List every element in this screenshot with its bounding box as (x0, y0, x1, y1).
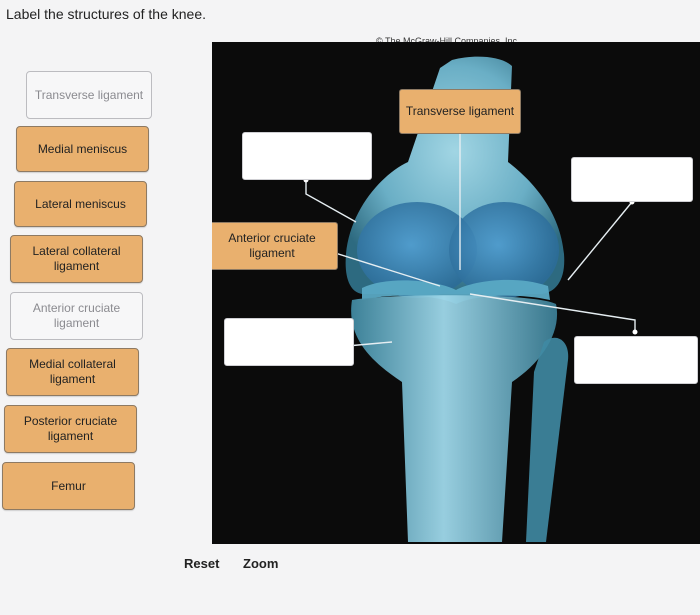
label-medial-meniscus[interactable]: Medial meniscus (16, 126, 149, 172)
label-posterior-cruciate-ligament[interactable]: Posterior cruciate ligament (4, 405, 137, 453)
drop-target-5[interactable] (224, 318, 354, 366)
medial-condyle-shape (357, 202, 477, 298)
label-transverse-ligament[interactable]: Transverse ligament (26, 71, 152, 119)
question-title: Label the structures of the knee. (6, 6, 207, 22)
meniscus-shape (362, 279, 550, 304)
label-lateral-meniscus[interactable]: Lateral meniscus (14, 181, 147, 227)
label-lateral-collateral-ligament[interactable]: Lateral collateral ligament (10, 235, 143, 283)
label-anterior-cruciate-ligament[interactable]: Anterior cruciate ligament (10, 292, 143, 340)
tibia-shape (351, 295, 558, 542)
label-medial-collateral-ligament[interactable]: Medial collateral ligament (6, 348, 139, 396)
knee-image-panel: Transverse ligament Anterior cruciate li… (212, 42, 700, 544)
lateral-condyle-shape (449, 202, 559, 298)
label-femur[interactable]: Femur (2, 462, 135, 510)
drop-target-3[interactable] (571, 157, 693, 202)
placed-label-anterior-cruciate-ligament[interactable]: Anterior cruciate ligament (212, 222, 338, 270)
zoom-button[interactable]: Zoom (243, 556, 279, 571)
drop-target-2[interactable] (242, 132, 372, 180)
drop-target-6[interactable] (574, 336, 698, 384)
placed-label-transverse-ligament[interactable]: Transverse ligament (399, 89, 521, 134)
leader-lines (305, 134, 636, 347)
copyright-notice: © The McGraw-Hill Companies, Inc. (376, 36, 520, 46)
reset-button[interactable]: Reset (184, 556, 220, 571)
fibula-shape (526, 337, 569, 542)
